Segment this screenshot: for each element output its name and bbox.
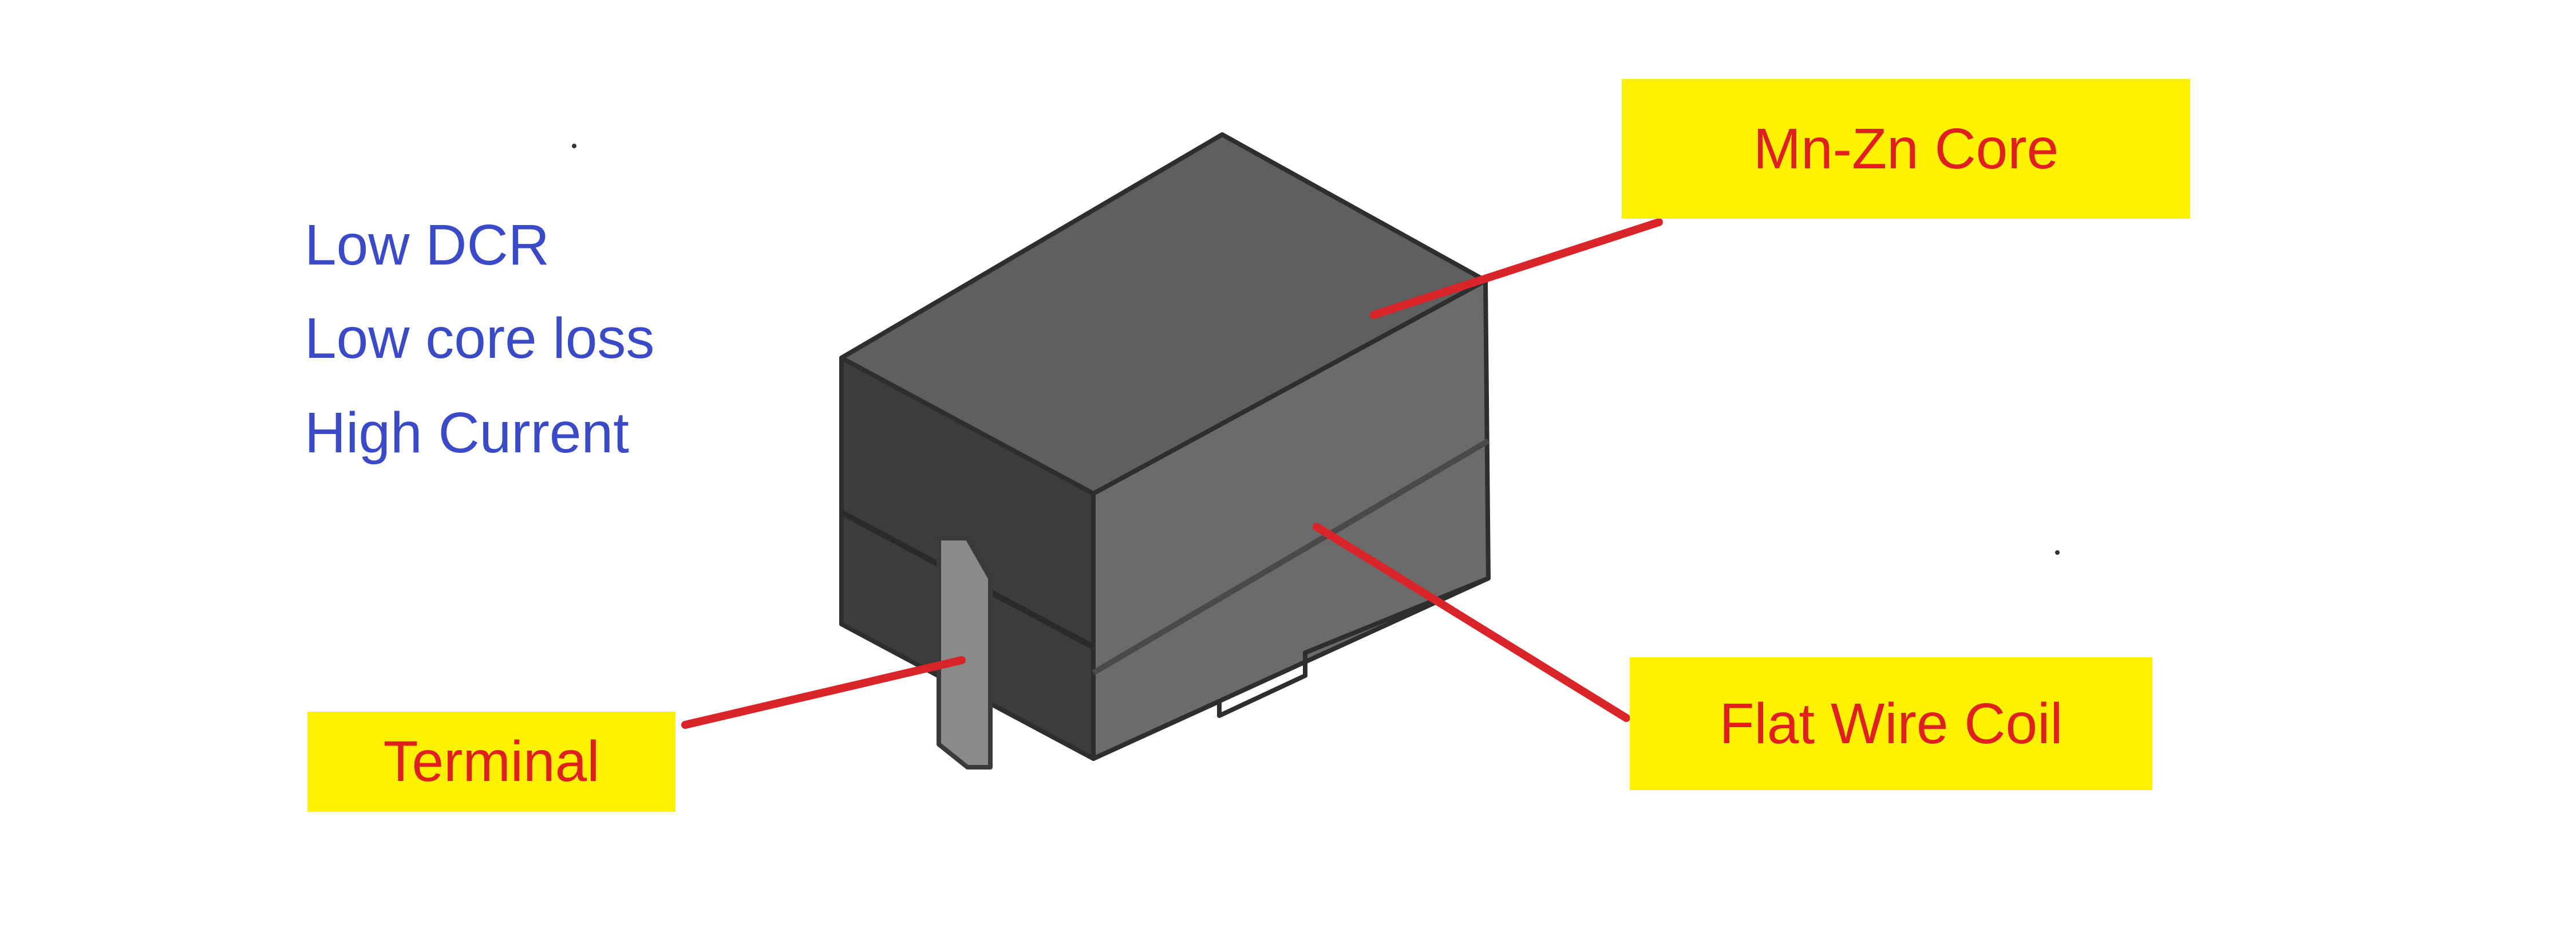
- core-leader-line: [1370, 218, 1663, 319]
- core-seam-front: [1092, 438, 1490, 676]
- coil-leader-line: [1313, 523, 1630, 722]
- dot-mark: [572, 144, 576, 148]
- feature-high-current: High Current: [305, 401, 629, 465]
- label-mn-zn-core: Mn-Zn Core: [1622, 79, 2190, 219]
- feature-low-core-loss: Low core loss: [305, 306, 655, 370]
- terminal-leader-line: [681, 656, 966, 729]
- inductor-body: [839, 132, 1491, 770]
- label-terminal: Terminal: [307, 712, 675, 812]
- base-step: [1092, 576, 1490, 761]
- feature-low-dcr: Low DCR: [305, 213, 550, 277]
- leader-lines: [681, 218, 1663, 729]
- terminal-part: [937, 536, 993, 770]
- label-flat-wire-coil: Flat Wire Coil: [1630, 657, 2152, 790]
- dot-mark: [2055, 550, 2060, 555]
